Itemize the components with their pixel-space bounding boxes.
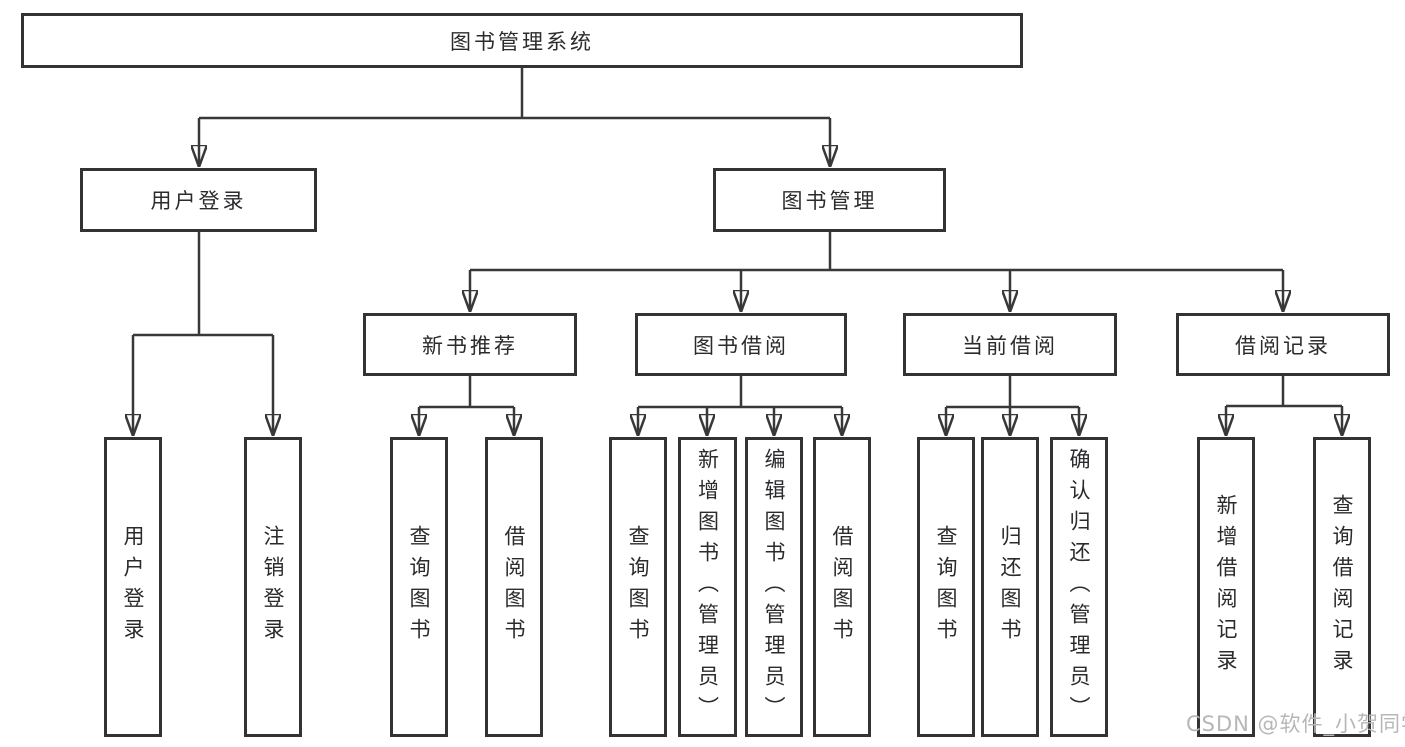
node-current-borrow-label: 当前借阅: [962, 333, 1058, 358]
node-borrow-record: 借阅记录: [1176, 313, 1390, 376]
leaf-record-add-label: 新增借阅记录: [1214, 494, 1238, 680]
leaf-current-confirm-label: 确认归还（管理员）: [1067, 447, 1091, 727]
node-borrow-record-label: 借阅记录: [1235, 333, 1331, 358]
leaf-borrow-edit-label: 编辑图书（管理员）: [762, 447, 786, 727]
leaf-borrow-query: 查询图书: [609, 437, 667, 737]
node-current-borrow: 当前借阅: [903, 313, 1117, 376]
connector-current-borrow-stem: [946, 376, 1079, 409]
leaf-logout-label: 注销登录: [261, 525, 285, 649]
leaf-user-login-label: 用户登录: [121, 525, 145, 649]
leaf-record-query-label: 查询借阅记录: [1330, 494, 1354, 680]
csdn-watermark: CSDN @软件_小贺同学: [1186, 712, 1405, 736]
leaf-borrow-query-label: 查询图书: [626, 525, 650, 649]
leaf-current-confirm: 确认归还（管理员）: [1050, 437, 1108, 737]
node-book-management: 图书管理: [713, 168, 946, 232]
node-user-login-label: 用户登录: [150, 189, 247, 213]
node-new-book-recommend: 新书推荐: [363, 313, 577, 376]
node-root-label: 图书管理系统: [450, 29, 594, 54]
leaf-current-return-label: 归还图书: [998, 525, 1022, 649]
leaf-new-book-borrow: 借阅图书: [485, 437, 543, 737]
leaf-current-query: 查询图书: [917, 437, 975, 737]
connector-new-book-stem: [419, 376, 514, 409]
leaf-record-add: 新增借阅记录: [1197, 437, 1255, 737]
leaf-borrow-book-label: 借阅图书: [830, 525, 854, 649]
connector-book-borrow-stem: [638, 376, 842, 409]
node-root-system: 图书管理系统: [21, 13, 1023, 68]
leaf-logout: 注销登录: [244, 437, 302, 737]
connector-borrow-record-stem: [1226, 376, 1342, 408]
node-book-borrow-label: 图书借阅: [693, 333, 789, 358]
node-book-borrow: 图书借阅: [635, 313, 847, 376]
leaf-new-book-borrow-label: 借阅图书: [502, 525, 526, 649]
node-user-login: 用户登录: [80, 168, 317, 232]
leaf-current-query-label: 查询图书: [934, 525, 958, 649]
leaf-new-book-query-label: 查询图书: [407, 525, 431, 649]
leaf-record-query: 查询借阅记录: [1313, 437, 1371, 737]
leaf-borrow-edit: 编辑图书（管理员）: [745, 437, 803, 737]
leaf-borrow-add-label: 新增图书（管理员）: [695, 447, 720, 727]
node-book-management-label: 图书管理: [781, 189, 878, 213]
leaf-new-book-query: 查询图书: [390, 437, 448, 737]
leaf-borrow-add: 新增图书（管理员）: [678, 437, 737, 737]
node-new-book-recommend-label: 新书推荐: [422, 333, 518, 358]
leaf-borrow-book: 借阅图书: [813, 437, 871, 737]
leaf-current-return: 归还图书: [981, 437, 1039, 737]
leaf-user-login: 用户登录: [104, 437, 162, 737]
